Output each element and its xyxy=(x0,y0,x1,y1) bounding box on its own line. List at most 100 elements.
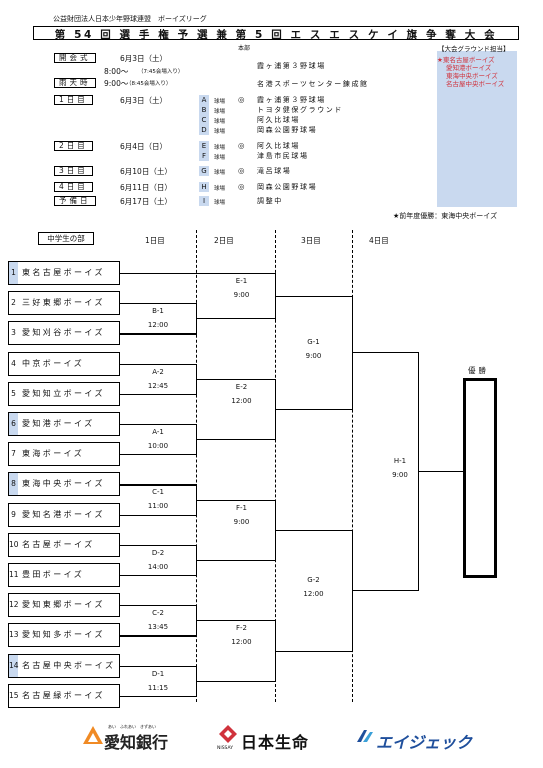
bracket-line xyxy=(120,695,196,697)
match-id: B-1 xyxy=(152,307,164,316)
match-time: 9:00 xyxy=(392,471,408,480)
day-date: 6月4日（日） xyxy=(120,142,168,151)
column-divider xyxy=(352,230,353,702)
match-id: A-1 xyxy=(152,428,164,436)
day-date: 6月3日（土） xyxy=(120,96,168,105)
bracket-line xyxy=(120,424,196,426)
nissay-logo-icon xyxy=(219,725,237,743)
bracket-line xyxy=(196,499,275,501)
match-id: A-2 xyxy=(152,367,164,376)
court-code: D xyxy=(199,125,209,135)
sponsor-name: 日本生命 xyxy=(241,733,310,752)
bracket-line xyxy=(196,620,275,622)
team-number: 6 xyxy=(9,413,18,435)
day-date: 6月11日（日） xyxy=(120,183,172,192)
court-venue: 阿久比球場 xyxy=(257,116,300,124)
team-number: 12 xyxy=(9,600,19,610)
main-venue-mark: ◎ xyxy=(238,182,245,191)
bracket-line xyxy=(120,665,196,667)
day-label: 予備日 xyxy=(54,196,96,206)
team-number: 15 xyxy=(9,690,19,700)
team-name: 東海ボーイズ xyxy=(22,449,85,459)
bracket-line xyxy=(275,529,352,531)
bracket-line xyxy=(120,544,196,546)
sponsor-tagline: NISSAY xyxy=(217,746,233,751)
court-unit: 球場 xyxy=(214,186,226,192)
bracket-line xyxy=(352,590,418,592)
bracket-line xyxy=(196,378,275,380)
bracket-line xyxy=(275,295,352,297)
match-time: 12:45 xyxy=(147,381,169,390)
match-id: H-1 xyxy=(393,457,407,466)
team-name: 愛知知立ボーイズ xyxy=(22,388,105,398)
rain-time: 9:00～ xyxy=(104,79,129,88)
court-venue: 阿久比球場 xyxy=(257,142,300,150)
ground-item: 名古屋中央ボーイズ xyxy=(446,80,505,88)
column-divider xyxy=(275,230,276,702)
bracket-line xyxy=(275,650,352,652)
day-label: 1日目 xyxy=(54,95,93,105)
match-time: 9:00 xyxy=(305,352,322,361)
agec-logo-icon xyxy=(357,730,373,742)
team-number: 5 xyxy=(11,388,16,398)
bracket-line xyxy=(120,303,196,305)
champion-label: 優勝 xyxy=(468,366,489,375)
title-frame xyxy=(33,26,519,40)
match-time: 9:00 xyxy=(233,291,250,299)
match-id: G-2 xyxy=(307,576,320,585)
match-time: 11:00 xyxy=(147,502,169,511)
bracket-line xyxy=(196,439,275,441)
court-venue: トヨタ健保グラウンド xyxy=(257,106,343,114)
match-id: D-1 xyxy=(151,669,165,678)
court-code: B xyxy=(199,105,209,115)
team-name: 三好東郷ボーイズ xyxy=(22,298,105,308)
court-unit: 球場 xyxy=(214,145,226,151)
team-number: 13 xyxy=(9,630,19,640)
day-label: 4日目 xyxy=(54,182,93,192)
bracket-line xyxy=(120,273,275,275)
team-number: 10 xyxy=(9,539,19,549)
team-name: 東名古屋ボーイズ xyxy=(22,268,105,277)
match-id: C-2 xyxy=(152,609,164,618)
sponsor-nissay xyxy=(218,724,238,748)
bracket-line xyxy=(120,333,196,335)
honbu-label: 本部 xyxy=(238,45,251,52)
opening-note: （7:45会場入り） xyxy=(138,69,184,75)
court-unit: 球場 xyxy=(214,99,226,105)
court-unit: 球場 xyxy=(214,129,226,135)
court-code: G xyxy=(199,166,209,176)
bracket-line xyxy=(120,454,196,456)
day-header: 4日目 xyxy=(369,236,389,245)
opening-date: 6月3日（土） xyxy=(120,54,168,63)
court-code: A xyxy=(199,95,209,105)
court-venue: 調整中 xyxy=(257,197,283,205)
match-id: F-1 xyxy=(235,503,247,512)
day-date: 6月10日（土） xyxy=(120,167,172,176)
rain-venue: 名港スポーツセンター錬成館 xyxy=(257,80,369,88)
opening-time: 8:00～ xyxy=(104,67,129,76)
sponsor-name: エイジェック xyxy=(376,733,473,752)
day-label: 3日目 xyxy=(54,166,93,176)
team-name: 愛知知多ボーイズ xyxy=(22,630,105,640)
bracket-line xyxy=(196,680,275,682)
bracket-line xyxy=(120,635,196,637)
match-time: 12:00 xyxy=(303,590,324,599)
day-header: 1日目 xyxy=(145,236,165,245)
team-name: 豊田ボーイズ xyxy=(22,570,85,579)
team-name: 東海中央ボーイズ xyxy=(22,479,105,489)
team-name: 名古屋ボーイズ xyxy=(22,539,95,549)
sponsor-agec xyxy=(355,728,375,748)
rain-label: 雨天時 xyxy=(54,78,96,88)
court-code: F xyxy=(199,151,209,161)
